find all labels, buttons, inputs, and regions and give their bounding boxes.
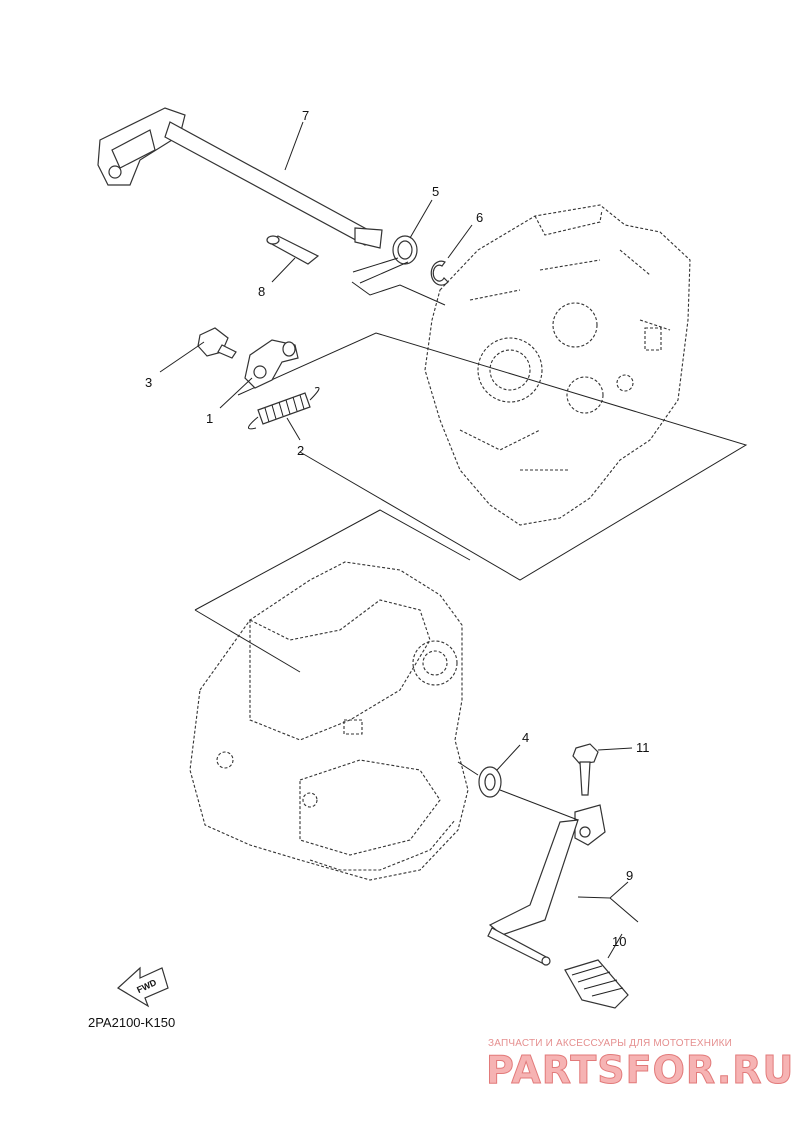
callout-2: 2 (297, 443, 304, 458)
crankcase-lower (189, 561, 469, 881)
callout-3: 3 (145, 375, 152, 390)
shaft-axis-line (351, 281, 446, 306)
callout-11: 11 (636, 740, 650, 755)
torsion-spring (352, 235, 418, 284)
shift-pedal (487, 804, 606, 966)
seal-axis-line-2 (457, 761, 479, 776)
callout-10: 10 (612, 934, 626, 949)
crankcase-upper (424, 204, 691, 526)
callout-1: 1 (206, 411, 213, 426)
callout-4: 4 (522, 730, 529, 745)
pedal-rubber (564, 959, 629, 1009)
callout-7: 7 (302, 108, 309, 123)
bolt (197, 327, 237, 359)
diagram-code: 2PA2100-K150 (88, 1015, 176, 1030)
leader-lines (159, 121, 639, 959)
upper-assembly-frame (237, 332, 748, 581)
callout-5: 5 (432, 184, 439, 199)
callout-9: 9 (626, 868, 633, 883)
circlip (430, 260, 449, 286)
tension-spring (248, 387, 320, 430)
watermark-brand-logo: PARTSFOR.RU (485, 1048, 795, 1093)
stopper-lever (244, 339, 299, 389)
lever-bolt (572, 743, 599, 796)
watermark-subtitle: ЗАПЧАСТИ И АКСЕССУАРЫ ДЛЯ МОТОТЕХНИКИ (488, 1038, 733, 1049)
callout-8: 8 (258, 284, 265, 299)
callout-6: 6 (476, 210, 483, 225)
seal-axis-line (499, 789, 579, 821)
frame-edge (194, 609, 301, 673)
oil-seal (478, 766, 502, 798)
lower-assembly-frame (194, 509, 471, 611)
dowel-pin (266, 235, 320, 265)
shift-shaft (97, 107, 383, 249)
fwd-arrow-icon: FWD (116, 966, 169, 1008)
